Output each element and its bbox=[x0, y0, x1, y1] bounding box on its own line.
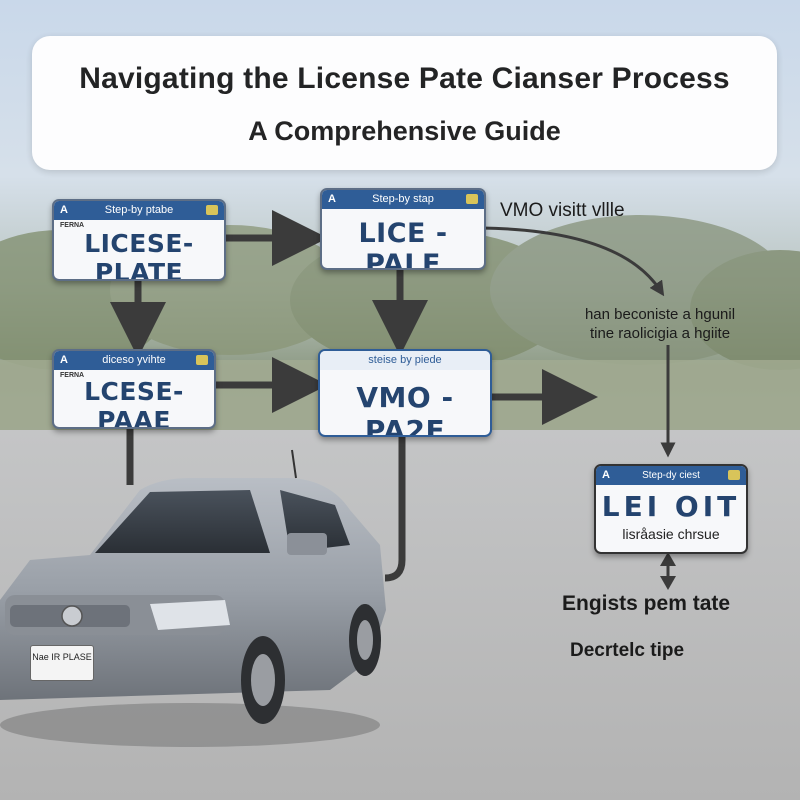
plate-sticker-icon bbox=[206, 205, 218, 215]
plate-step-4: steise by piede VMO - PA2E bbox=[318, 349, 492, 437]
plate-number: LICE - PALE bbox=[358, 218, 448, 270]
note-decrtelc: Decrtelc tipe bbox=[570, 640, 685, 661]
plate-header: diceso yvihte bbox=[54, 351, 214, 370]
plate-sticker-icon bbox=[466, 194, 478, 204]
plate-number: LEI OIT bbox=[601, 490, 741, 523]
plate-step-5: Step-dy ciest A LEI OIT lisråasie chrsue bbox=[594, 464, 748, 554]
plate-small-text: FERNA bbox=[60, 222, 85, 229]
plate-header: Step-by stap bbox=[322, 190, 484, 209]
page-title: Navigating the License Pate Cianser Proc… bbox=[79, 62, 730, 95]
note-visit: VMO visitt vllle bbox=[500, 200, 625, 221]
plate-state: A bbox=[60, 354, 68, 366]
plate-header: Step-dy ciest bbox=[596, 466, 746, 485]
car-license-plate: Nae IR PLASE bbox=[30, 645, 94, 681]
title-card: Navigating the License Pate Cianser Proc… bbox=[32, 36, 777, 170]
note-engists: Engists pem tate bbox=[562, 592, 731, 615]
plate-number: LCESE-PAAE bbox=[84, 377, 184, 429]
plate-step-3: diceso yvihte A FERNA LCESE-PAAE bbox=[52, 349, 216, 429]
plate-small-text: FERNA bbox=[60, 372, 85, 379]
plate-number: VMO - PA2E bbox=[356, 381, 454, 437]
car-plate-text: Nae IR PLASE bbox=[32, 652, 92, 662]
connector-plate4-down bbox=[384, 436, 406, 582]
arrow-plate5-up-head bbox=[660, 552, 676, 566]
note-help: han beconiste a hgunil tine raolicigia a… bbox=[560, 305, 760, 343]
plate-state: A bbox=[602, 469, 610, 481]
plate-header: Step-by ptabe bbox=[54, 201, 224, 220]
plate-state: A bbox=[60, 204, 68, 216]
arrow-note-down-head bbox=[660, 576, 676, 590]
plate-state: A bbox=[328, 193, 336, 205]
note-help-line2: tine raolicigia a hgiite bbox=[589, 325, 731, 342]
note-help-line1: han beconiste a hgunil bbox=[584, 306, 736, 323]
plate-sticker-icon bbox=[196, 355, 208, 365]
plate-header: steise by piede bbox=[320, 351, 490, 370]
plate-subtext: lisråasie chrsue bbox=[622, 526, 720, 542]
arrow-plate2-curve-to-plate5 bbox=[481, 226, 665, 297]
plate-number: LICESE-PLATE bbox=[84, 229, 194, 281]
plate-step-2: Step-by stap A LICE - PALE bbox=[320, 188, 486, 270]
plate-step-1: Step-by ptabe A FERNA LICESE-PLATE bbox=[52, 199, 226, 281]
plate-sticker-icon bbox=[728, 470, 740, 480]
car bbox=[0, 449, 386, 747]
page-subtitle: A Comprehensive Guide bbox=[248, 116, 561, 146]
